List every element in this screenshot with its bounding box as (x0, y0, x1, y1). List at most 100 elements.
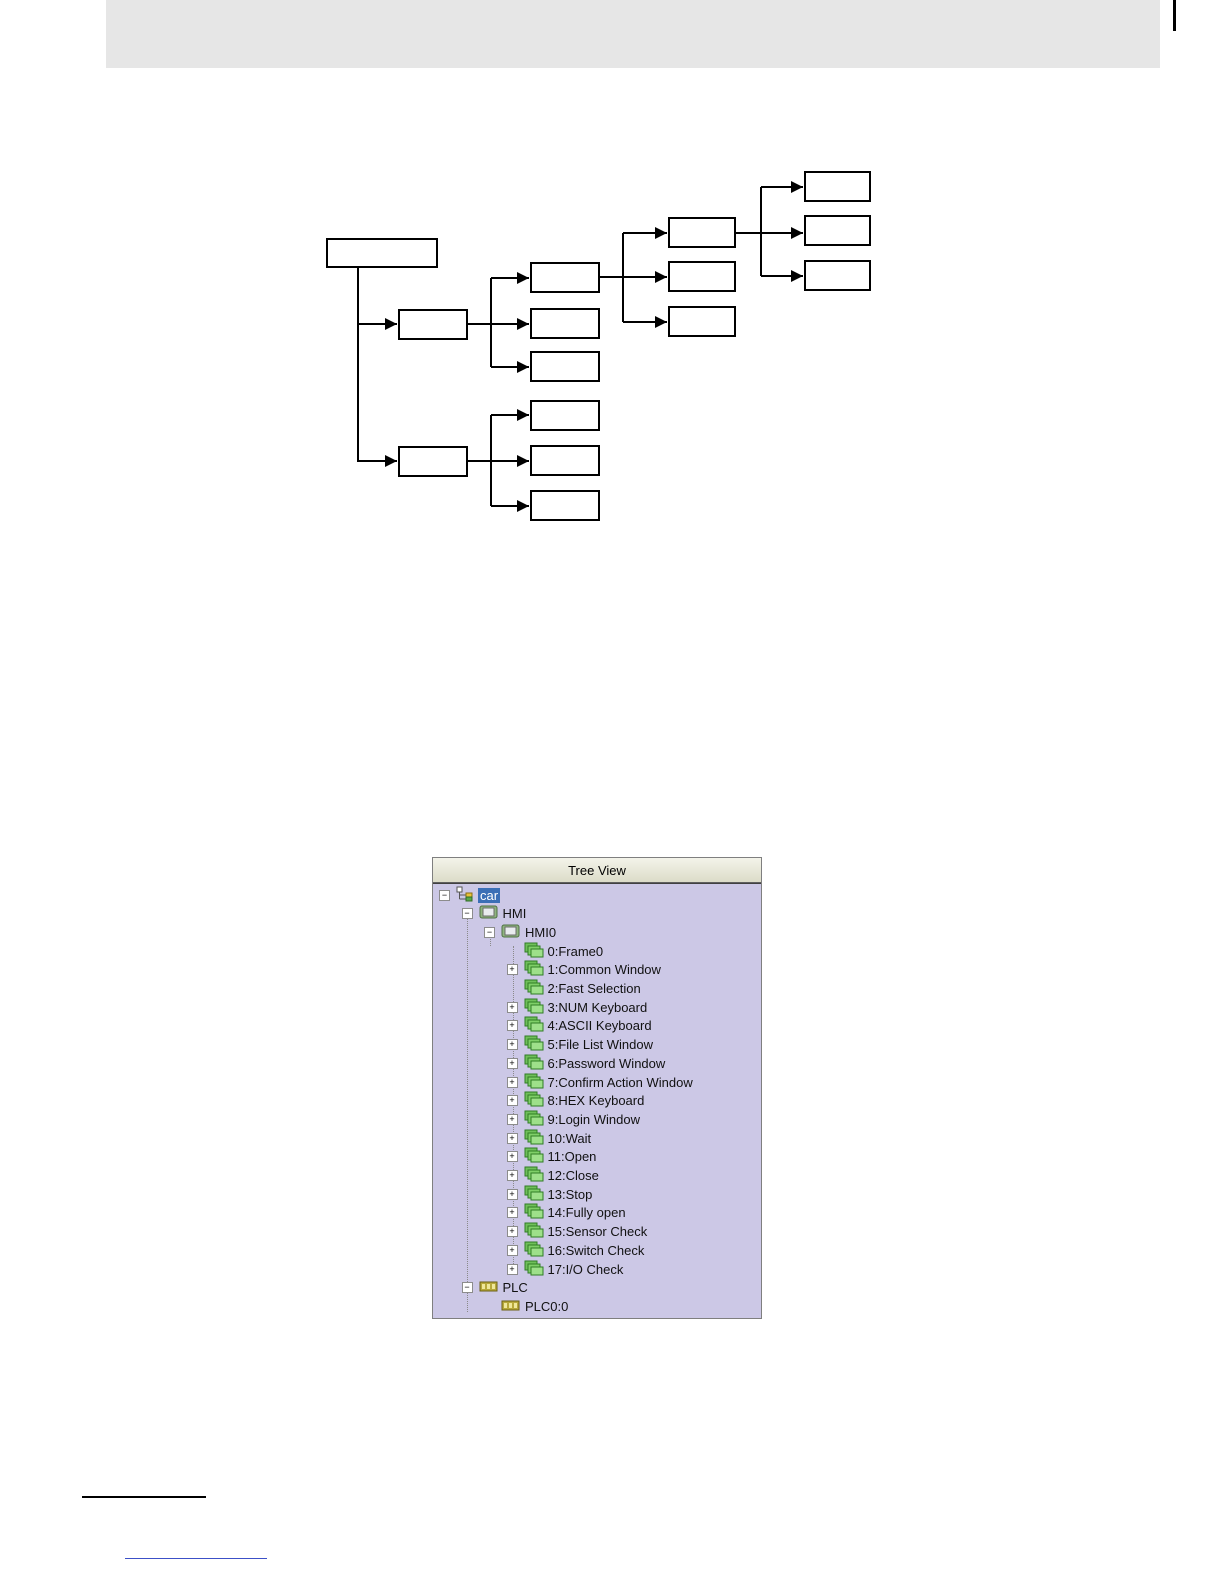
window-icon (524, 979, 544, 998)
collapse-icon[interactable]: − (461, 1282, 473, 1294)
tree-node-label: 15:Sensor Check (547, 1224, 648, 1240)
diagram-box-level4-1 (804, 171, 871, 202)
footer-link-underline (125, 1558, 267, 1559)
expand-icon[interactable]: + (506, 1207, 518, 1219)
tree-view-title: Tree View (433, 858, 761, 883)
tree-node[interactable]: − car (439, 886, 501, 905)
diagram-box-root (326, 238, 438, 268)
tree-node[interactable]: +14:Fully open (506, 1203, 626, 1222)
tree-node-label: 12:Close (547, 1168, 599, 1183)
expand-icon[interactable]: + (506, 1188, 518, 1200)
tree-node-label: 6:Password Window (547, 1055, 666, 1071)
tree-node-label: 13:Stop (547, 1186, 593, 1202)
collapse-icon[interactable]: − (484, 926, 495, 938)
tree-guide-line (513, 946, 514, 1272)
tree-node-label: 9:Login Window (547, 1111, 641, 1127)
tree-node-label: 11:Open (547, 1149, 597, 1165)
tree-node[interactable]: +10:Wait (506, 1129, 592, 1148)
plc-icon (479, 1278, 499, 1297)
monitor-icon (479, 904, 499, 923)
tree-node-label: 7:Confirm Action Window (547, 1074, 693, 1090)
expand-icon[interactable]: + (506, 1170, 518, 1181)
window-icon (524, 1129, 544, 1148)
tree-node[interactable]: +1:Common Window (506, 960, 661, 979)
tree-node[interactable]: +7:Confirm Action Window (506, 1073, 693, 1091)
window-icon (524, 998, 544, 1017)
expand-icon[interactable]: + (506, 1113, 518, 1125)
tree-node-label: 1:Common Window (547, 962, 661, 978)
window-icon (524, 1166, 544, 1185)
collapse-icon[interactable]: − (439, 889, 450, 901)
expand-icon[interactable]: + (506, 1039, 518, 1051)
tree-node[interactable]: PLC0:0 (484, 1297, 568, 1315)
tree-node[interactable]: 0:Frame0 (507, 942, 604, 961)
expand-icon[interactable]: + (506, 1001, 518, 1013)
expand-icon[interactable]: + (506, 1151, 518, 1163)
tree-node-label: 14:Fully open (547, 1205, 626, 1221)
project-icon (456, 886, 474, 905)
diagram-box-level3-2 (668, 261, 736, 292)
diagram-box-level2-a2 (530, 308, 600, 339)
expand-icon[interactable]: + (506, 1263, 518, 1275)
window-icon (524, 1222, 544, 1241)
collapse-icon[interactable]: − (461, 908, 473, 920)
footer-rule (82, 1496, 206, 1498)
window-icon (524, 1203, 544, 1222)
tree-node[interactable]: +13:Stop (506, 1185, 593, 1204)
expand-icon[interactable]: + (506, 1057, 518, 1069)
diagram-box-level3-1 (668, 217, 736, 248)
tree-node[interactable]: +11:Open (506, 1147, 597, 1166)
window-icon (524, 1054, 544, 1073)
tree-node-label: HMI0 (525, 924, 557, 940)
tree-node-label: PLC (502, 1280, 528, 1296)
tree-node-label: HMI (502, 906, 527, 922)
tree-node[interactable]: − HMI (461, 904, 527, 923)
tree-node[interactable]: +6:Password Window (506, 1054, 666, 1073)
window-icon (524, 1110, 544, 1129)
window-icon (524, 1185, 544, 1204)
window-icon (524, 1016, 544, 1035)
diagram-box-level3-3 (668, 306, 736, 337)
tree-node[interactable]: +17:I/O Check (506, 1260, 624, 1278)
window-icon (524, 1035, 544, 1054)
tree-node-label: car (478, 887, 501, 903)
tree-node-label: 0:Frame0 (547, 943, 604, 959)
diagram-box-level4-3 (804, 260, 871, 291)
tree-node[interactable]: − HMI0 (484, 923, 556, 941)
diagram-box-level4-2 (804, 215, 871, 246)
expand-icon[interactable]: + (506, 1244, 518, 1256)
tree-node[interactable]: − PLC (461, 1278, 528, 1297)
tree-node[interactable]: 2:Fast Selection (507, 979, 641, 998)
diagram-box-level1-a (398, 309, 468, 340)
tree-node[interactable]: +9:Login Window (506, 1110, 641, 1129)
tree-node[interactable]: +3:NUM Keyboard (506, 998, 647, 1017)
tree-node-label: PLC0:0 (525, 1298, 569, 1314)
tree-guide-line (467, 910, 468, 1312)
tree-node-label: 4:ASCII Keyboard (547, 1018, 652, 1034)
plc-icon (501, 1297, 521, 1316)
window-icon (524, 1147, 544, 1166)
expand-icon[interactable]: + (506, 1132, 518, 1144)
window-icon (524, 1241, 544, 1260)
expand-icon[interactable]: + (506, 964, 518, 976)
tree-node-label: 10:Wait (547, 1130, 592, 1146)
expand-icon[interactable]: + (506, 1076, 518, 1088)
page-header-edge-mark (1173, 0, 1176, 31)
tree-node[interactable]: +16:Switch Check (506, 1241, 645, 1260)
tree-node[interactable]: +12:Close (506, 1166, 599, 1185)
tree-node-label: 8:HEX Keyboard (547, 1093, 645, 1109)
expand-icon[interactable]: + (506, 1095, 518, 1107)
diagram-box-level2-a1 (530, 262, 600, 293)
tree-node[interactable]: +4:ASCII Keyboard (506, 1016, 652, 1035)
window-icon (524, 942, 544, 961)
tree-node-label: 2:Fast Selection (547, 981, 641, 996)
tree-node-label: 16:Switch Check (547, 1242, 645, 1258)
tree-node[interactable]: +15:Sensor Check (506, 1222, 648, 1241)
diagram-box-level2-b2 (530, 445, 600, 476)
tree-node-label: 17:I/O Check (547, 1261, 624, 1277)
diagram-box-level2-b1 (530, 400, 600, 431)
tree-node[interactable]: +8:HEX Keyboard (506, 1091, 645, 1110)
expand-icon[interactable]: + (506, 1226, 518, 1238)
tree-node[interactable]: +5:File List Window (506, 1035, 653, 1054)
expand-icon[interactable]: + (506, 1020, 518, 1032)
